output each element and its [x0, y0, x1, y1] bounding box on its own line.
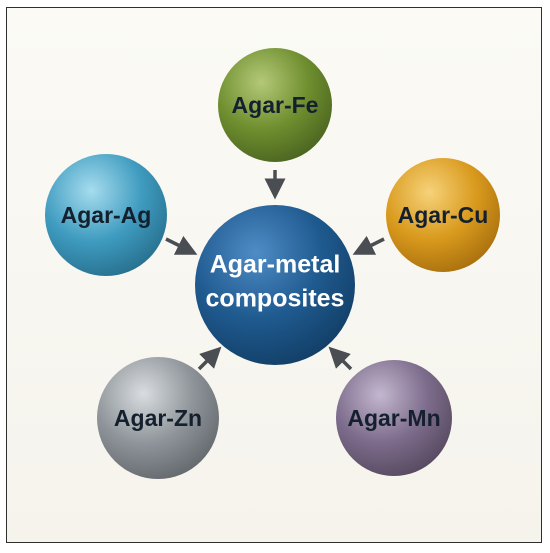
node-label-ag: Agar-Ag	[61, 202, 152, 228]
zn-sphere-icon	[97, 357, 219, 479]
fe-sphere-icon	[218, 48, 332, 162]
arrow-ag-to-center	[165, 235, 198, 255]
node-agar-fe: Agar-Fe	[218, 48, 332, 162]
arrow-zn-to-center	[197, 346, 222, 371]
node-label-cu: Agar-Cu	[398, 202, 489, 228]
mn-sphere-icon	[336, 360, 452, 476]
node-agar-zn: Agar-Zn	[97, 357, 219, 479]
arrow-cu-to-center	[352, 235, 385, 255]
node-label-mn: Agar-Mn	[347, 405, 440, 431]
arrow-mn-to-center	[328, 346, 353, 371]
center-node: Agar-metal composites	[195, 205, 355, 365]
center-label-line2: composites	[206, 285, 345, 313]
cu-sphere-icon	[386, 158, 500, 272]
arrows	[165, 170, 385, 371]
node-agar-mn: Agar-Mn	[336, 360, 452, 476]
center-label-line1: Agar-metal	[210, 251, 341, 279]
node-label-zn: Agar-Zn	[114, 405, 202, 431]
node-agar-ag: Agar-Ag	[45, 154, 167, 276]
node-label-fe: Agar-Fe	[232, 92, 319, 118]
node-agar-cu: Agar-Cu	[386, 158, 500, 272]
ag-sphere-icon	[45, 154, 167, 276]
center-sphere-icon	[195, 205, 355, 365]
